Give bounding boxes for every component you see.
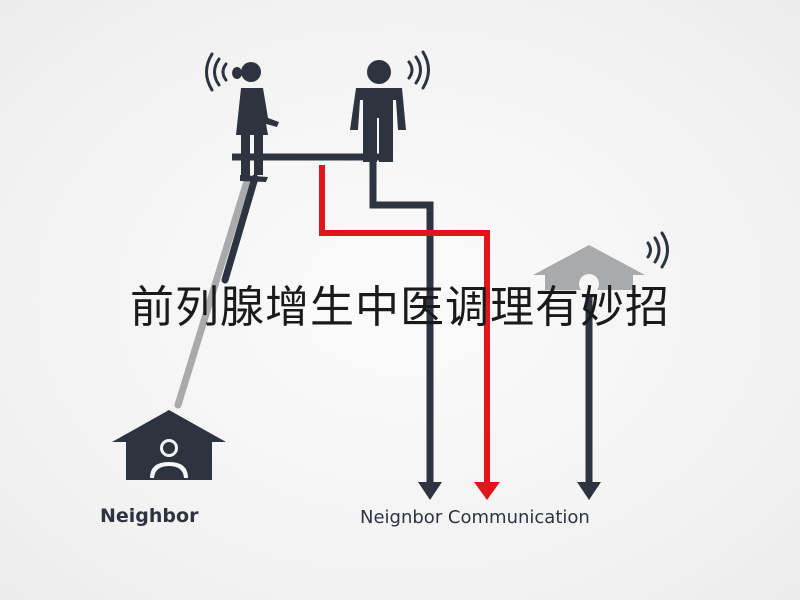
dark-path-arrow-1 bbox=[369, 160, 434, 488]
dark-diagonal-line bbox=[221, 174, 259, 284]
neighbor-label: Neighbor bbox=[100, 505, 199, 527]
signal-waves-icon bbox=[407, 50, 430, 90]
man-figure-icon bbox=[350, 60, 406, 162]
arrow-head-red bbox=[474, 482, 500, 500]
signal-waves-icon bbox=[205, 52, 228, 92]
arrow-head-dark-1 bbox=[418, 482, 442, 500]
woman-figure-icon bbox=[232, 62, 279, 182]
overlay-title: 前列腺增生中医调理有妙招 bbox=[130, 282, 670, 333]
arrow-head-dark-2 bbox=[577, 482, 601, 500]
gray-connector-line bbox=[174, 174, 252, 409]
house-icon bbox=[533, 245, 645, 294]
signal-waves-icon bbox=[646, 231, 669, 269]
house-with-person-icon bbox=[112, 410, 226, 480]
red-path-arrow bbox=[319, 165, 490, 488]
neighbor-communication-label: Neignbor Communication bbox=[360, 507, 590, 528]
